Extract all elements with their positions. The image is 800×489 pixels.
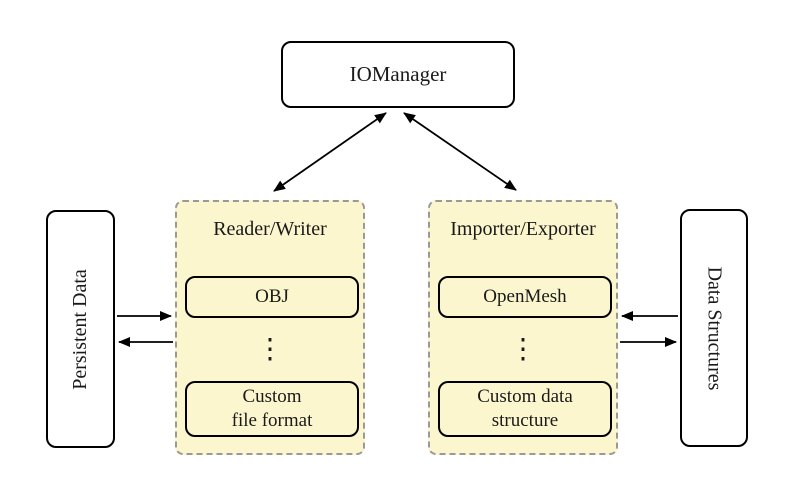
- node-custom-file-format: Custom file format: [185, 381, 359, 437]
- node-data-structures: Data Structures: [680, 209, 748, 447]
- importer-exporter-ellipsis: ⋮: [509, 334, 537, 365]
- obj-label: OBJ: [255, 286, 289, 308]
- iomanager-label: IOManager: [349, 62, 447, 86]
- node-custom-data-structure: Custom data structure: [438, 381, 612, 437]
- reader-writer-title: Reader/Writer: [213, 218, 327, 240]
- custom-file-format-label: Custom file format: [231, 386, 313, 431]
- reader-writer-ellipsis: ⋮: [256, 334, 284, 365]
- node-iomanager: IOManager: [281, 41, 515, 108]
- node-persistent-data: Persistent Data: [46, 210, 115, 448]
- importer-exporter-title: Importer/Exporter: [450, 218, 596, 240]
- persistent-data-label: Persistent Data: [69, 268, 91, 390]
- arrow-iomanager-reader-writer: [273, 112, 387, 192]
- group-reader-writer: Reader/Writer OBJ ⋮ Custom file format: [175, 200, 365, 455]
- custom-data-structure-label: Custom data structure: [477, 386, 573, 431]
- node-openmesh: OpenMesh: [438, 276, 612, 318]
- data-structures-label: Data Structures: [703, 266, 726, 390]
- openmesh-label: OpenMesh: [483, 286, 567, 308]
- group-importer-exporter: Importer/Exporter OpenMesh ⋮ Custom data…: [428, 200, 618, 455]
- node-obj: OBJ: [185, 276, 359, 318]
- arrow-iomanager-importer-exporter: [403, 112, 517, 191]
